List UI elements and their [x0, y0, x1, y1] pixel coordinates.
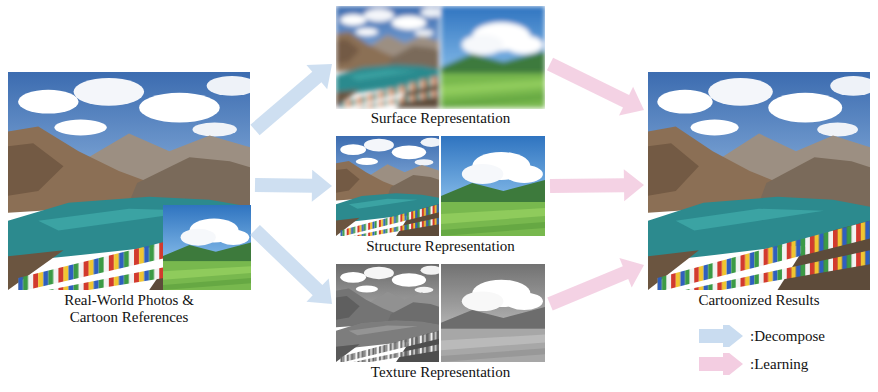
legend-entry: :Learning	[698, 353, 808, 375]
panel-caption: Texture Representation	[336, 364, 545, 381]
legend-arrow	[698, 353, 744, 375]
flow-arrow	[255, 170, 332, 202]
image-panel: Cartoonized Results	[648, 72, 870, 309]
legend-entry: :Decompose	[698, 325, 825, 347]
image-panel: Texture Representation	[336, 264, 545, 381]
panel-caption: Surface Representation	[336, 110, 545, 127]
image-panel: Structure Representation	[336, 136, 545, 255]
flow-arrow	[547, 58, 644, 116]
flow-arrow	[547, 258, 644, 311]
panel-caption: Real-World Photos & Cartoon References	[59, 292, 199, 326]
flow-arrow	[250, 64, 332, 135]
flow-arrow	[250, 225, 332, 304]
legend-label: :Decompose	[750, 328, 825, 345]
legend-label: :Learning	[750, 356, 808, 373]
panel-caption: Cartoonized Results	[648, 292, 870, 309]
panel-caption: Structure Representation	[336, 238, 545, 255]
flow-arrow	[550, 169, 644, 201]
image-panel: Real-World Photos & Cartoon References	[8, 72, 250, 326]
image-panel: Surface Representation	[336, 6, 545, 127]
legend-arrow	[698, 325, 744, 347]
